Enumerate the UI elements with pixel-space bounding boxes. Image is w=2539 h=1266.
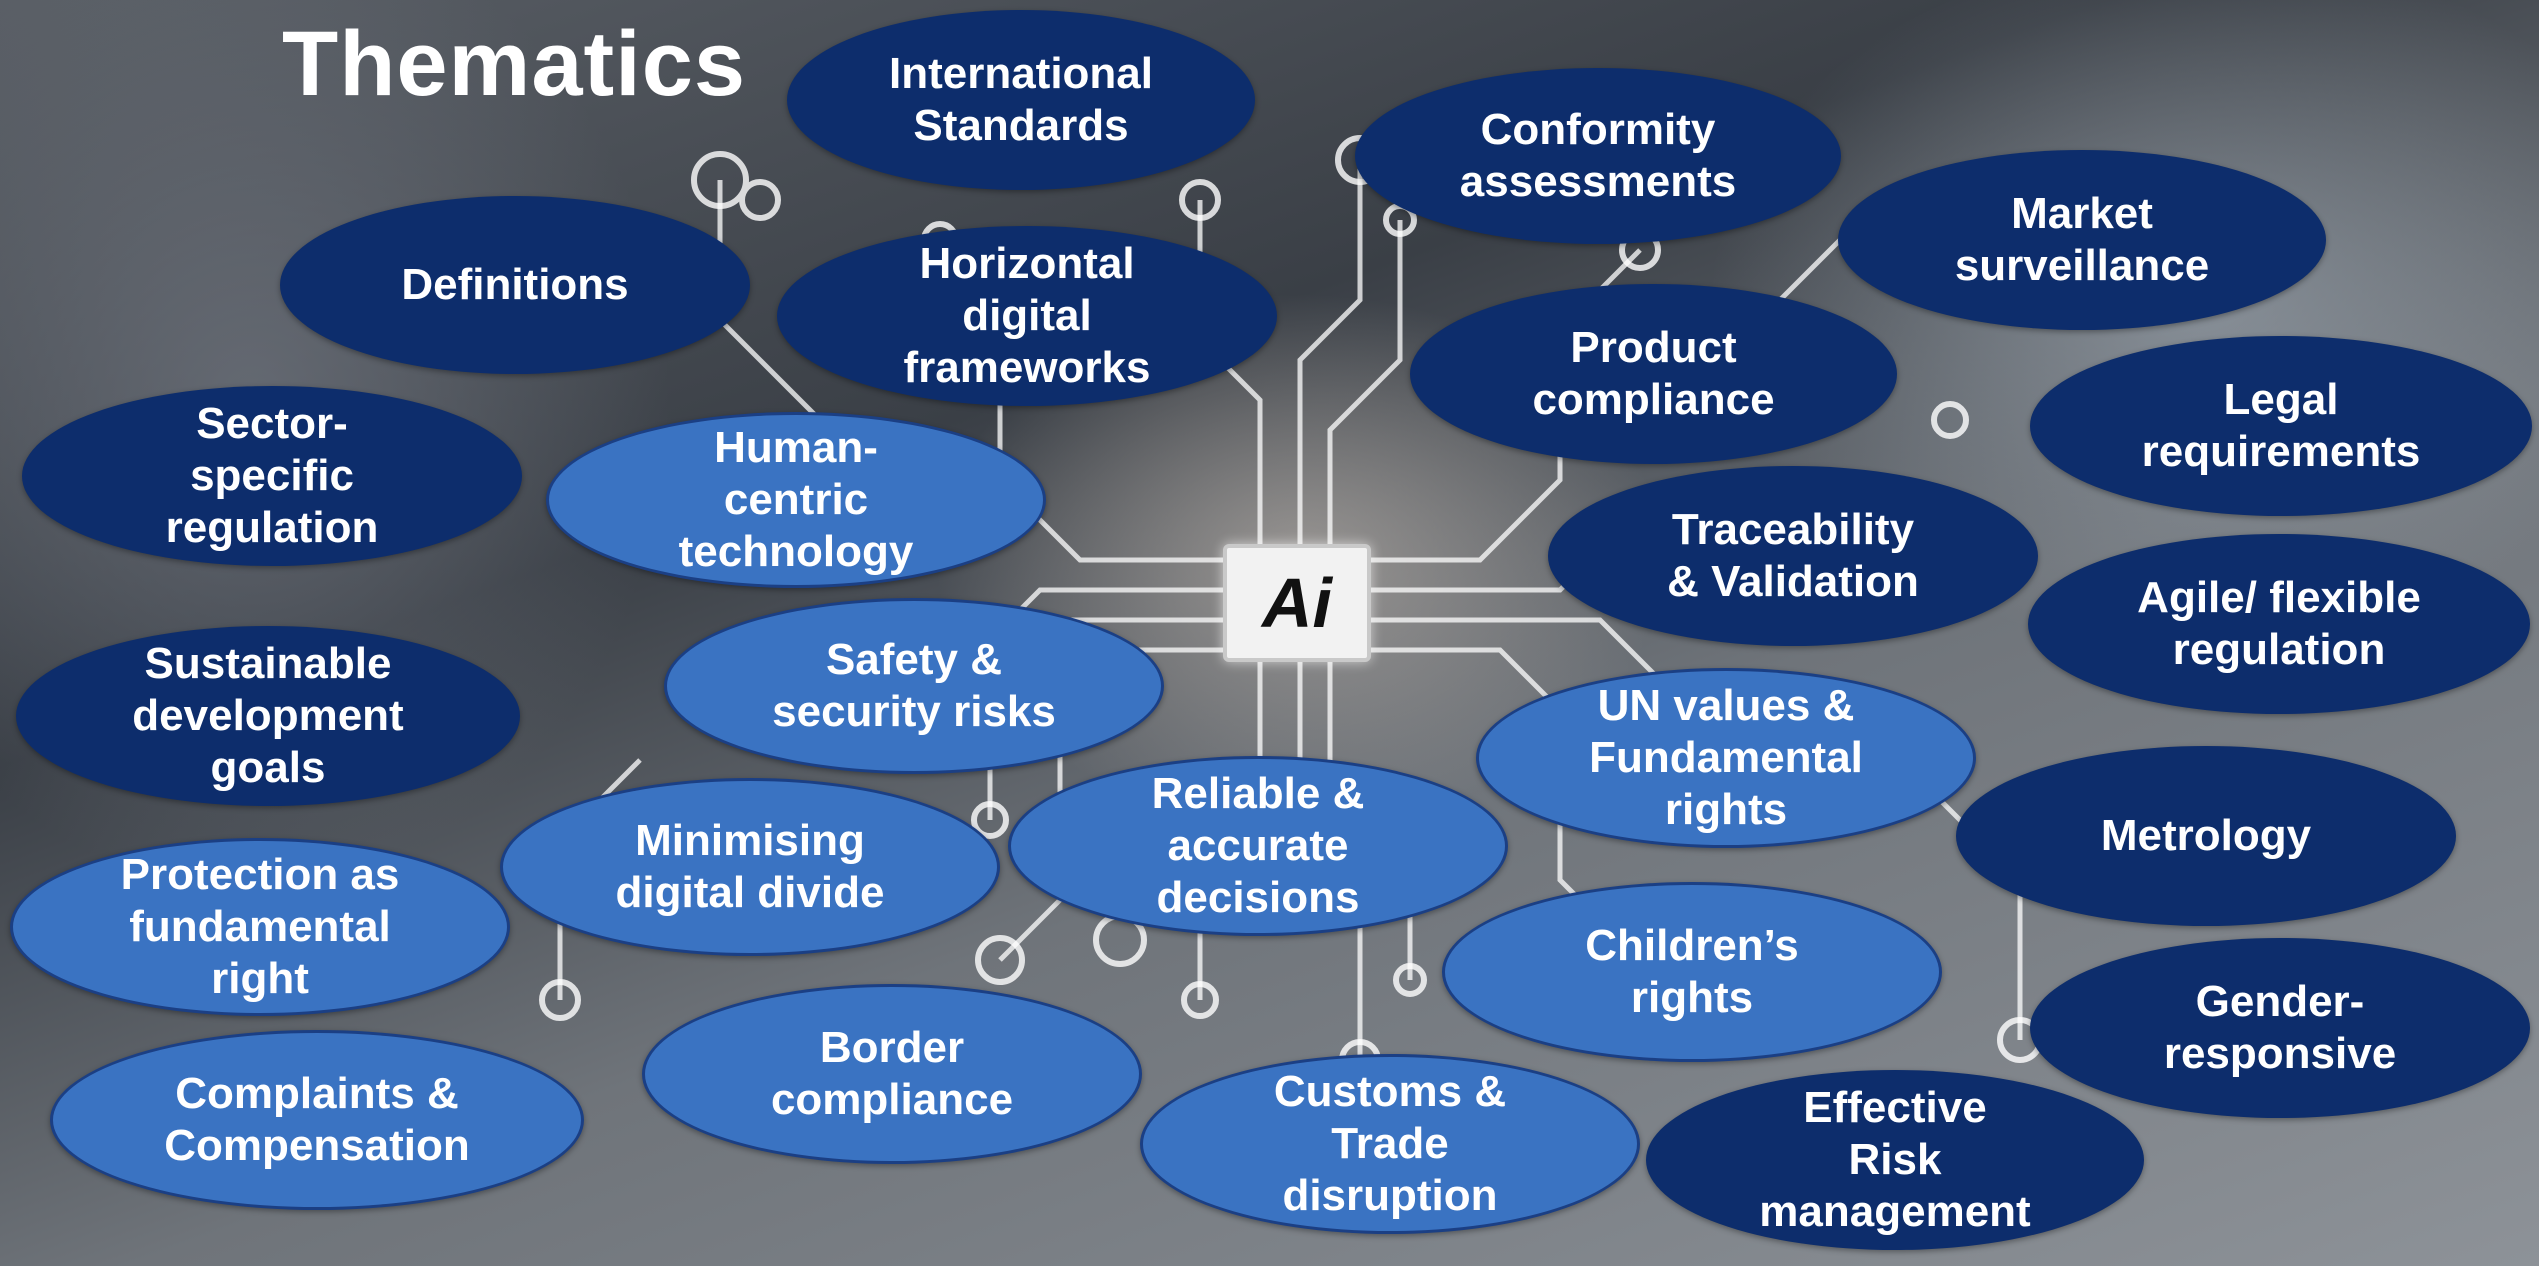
page-title: Thematics [282, 13, 747, 115]
theme-complaints-compensation: Complaints & Compensation [50, 1030, 584, 1210]
theme-horizontal-digital-frameworks: Horizontal digital frameworks [777, 226, 1277, 406]
theme-sustainable-development-goals: Sustainable development goals [16, 626, 520, 806]
theme-un-values-fundamental-rights: UN values & Fundamental rights [1476, 668, 1976, 848]
theme-international-standards: International Standards [787, 10, 1255, 190]
theme-sector-specific-regulation: Sector- specific regulation [22, 386, 522, 566]
theme-legal-requirements: Legal requirements [2030, 336, 2532, 516]
theme-conformity-assessments: Conformity assessments [1355, 68, 1841, 244]
theme-effective-risk-management: Effective Risk management [1646, 1070, 2144, 1250]
theme-childrens-rights: Children’s rights [1442, 882, 1942, 1062]
theme-minimising-digital-divide: Minimising digital divide [500, 778, 1000, 956]
theme-safety-security-risks: Safety & security risks [664, 598, 1164, 774]
theme-protection-fundamental-right: Protection as fundamental right [10, 838, 510, 1016]
theme-product-compliance: Product compliance [1410, 284, 1897, 464]
theme-gender-responsive: Gender- responsive [2030, 938, 2530, 1118]
theme-human-centric-technology: Human- centric technology [546, 412, 1046, 588]
ai-chip-icon: Ai [1223, 544, 1371, 662]
theme-definitions: Definitions [280, 196, 750, 374]
theme-metrology: Metrology [1956, 746, 2456, 926]
theme-border-compliance: Border compliance [642, 984, 1142, 1164]
theme-customs-trade-disruption: Customs & Trade disruption [1140, 1054, 1640, 1234]
theme-reliable-accurate-decisions: Reliable & accurate decisions [1008, 756, 1508, 936]
theme-agile-flexible-regulation: Agile/ flexible regulation [2028, 534, 2530, 714]
theme-market-surveillance: Market surveillance [1838, 150, 2326, 330]
theme-traceability-validation: Traceability & Validation [1548, 466, 2038, 646]
